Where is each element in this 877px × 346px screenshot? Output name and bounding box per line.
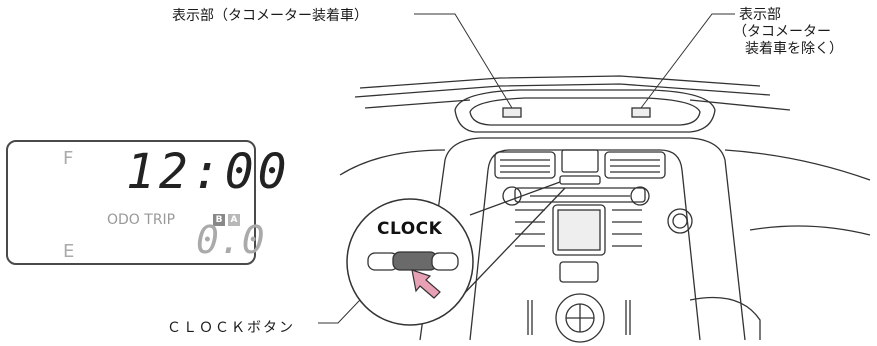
clock-button bbox=[392, 251, 438, 271]
leader-line-no-tacho bbox=[640, 13, 735, 109]
label-display-no-tacho-line2: （タコメーター bbox=[733, 24, 831, 40]
center-console bbox=[419, 137, 746, 341]
audio-unit bbox=[514, 187, 646, 203]
display-marker-no-tacho bbox=[631, 107, 651, 118]
windshield-line bbox=[364, 99, 471, 109]
air-vent bbox=[494, 151, 556, 179]
trip-value: 0.0 bbox=[196, 218, 265, 262]
windshield-line bbox=[359, 75, 761, 89]
right-button bbox=[431, 252, 459, 271]
fuel-full-mark: F bbox=[63, 148, 74, 169]
leader-line-tacho bbox=[414, 13, 513, 109]
volume-knob bbox=[667, 208, 693, 234]
callout-connector bbox=[457, 187, 566, 301]
windshield-line bbox=[354, 83, 771, 98]
callout-clock-label: CLOCK bbox=[377, 219, 443, 239]
clock-panel bbox=[559, 175, 601, 185]
press-arrow-icon bbox=[411, 269, 441, 299]
display-marker-tacho bbox=[502, 107, 522, 118]
dash-sweep bbox=[749, 225, 871, 236]
label-display-no-tacho-line1: 表示部 bbox=[739, 7, 781, 23]
dash-sweep bbox=[339, 149, 446, 176]
label-display-no-tacho: 表示部 （タコメーター 装着車を除く） bbox=[733, 7, 843, 58]
climate-dial bbox=[555, 293, 605, 343]
odo-trip-label: ODO TRIP bbox=[107, 212, 176, 228]
hazard-panel bbox=[561, 149, 599, 173]
air-vent bbox=[604, 151, 666, 179]
trip-a-badge: A bbox=[228, 214, 240, 226]
trip-b-badge: B bbox=[213, 214, 225, 226]
knob bbox=[630, 186, 650, 206]
lower-panel bbox=[559, 261, 599, 283]
meter-hood-inner bbox=[469, 97, 701, 126]
label-display-no-tacho-line3: 装着車を除く） bbox=[745, 41, 843, 57]
display-screen bbox=[552, 204, 606, 256]
clock-time: 12:00 bbox=[126, 144, 291, 200]
dash-lower bbox=[689, 296, 761, 340]
meter-hood bbox=[454, 89, 716, 133]
windshield-line bbox=[689, 99, 791, 111]
fuel-empty-mark: E bbox=[63, 241, 75, 262]
lcd-display: F E 12:00 ODO TRIP B A 0.0 bbox=[6, 140, 287, 265]
callout-connector bbox=[469, 181, 561, 216]
label-clock-button: ＣＬＯＣＫボタン bbox=[167, 320, 295, 336]
dash-sweep bbox=[724, 149, 871, 181]
label-display-tacho: 表示部（タコメーター装着車） bbox=[172, 8, 368, 24]
